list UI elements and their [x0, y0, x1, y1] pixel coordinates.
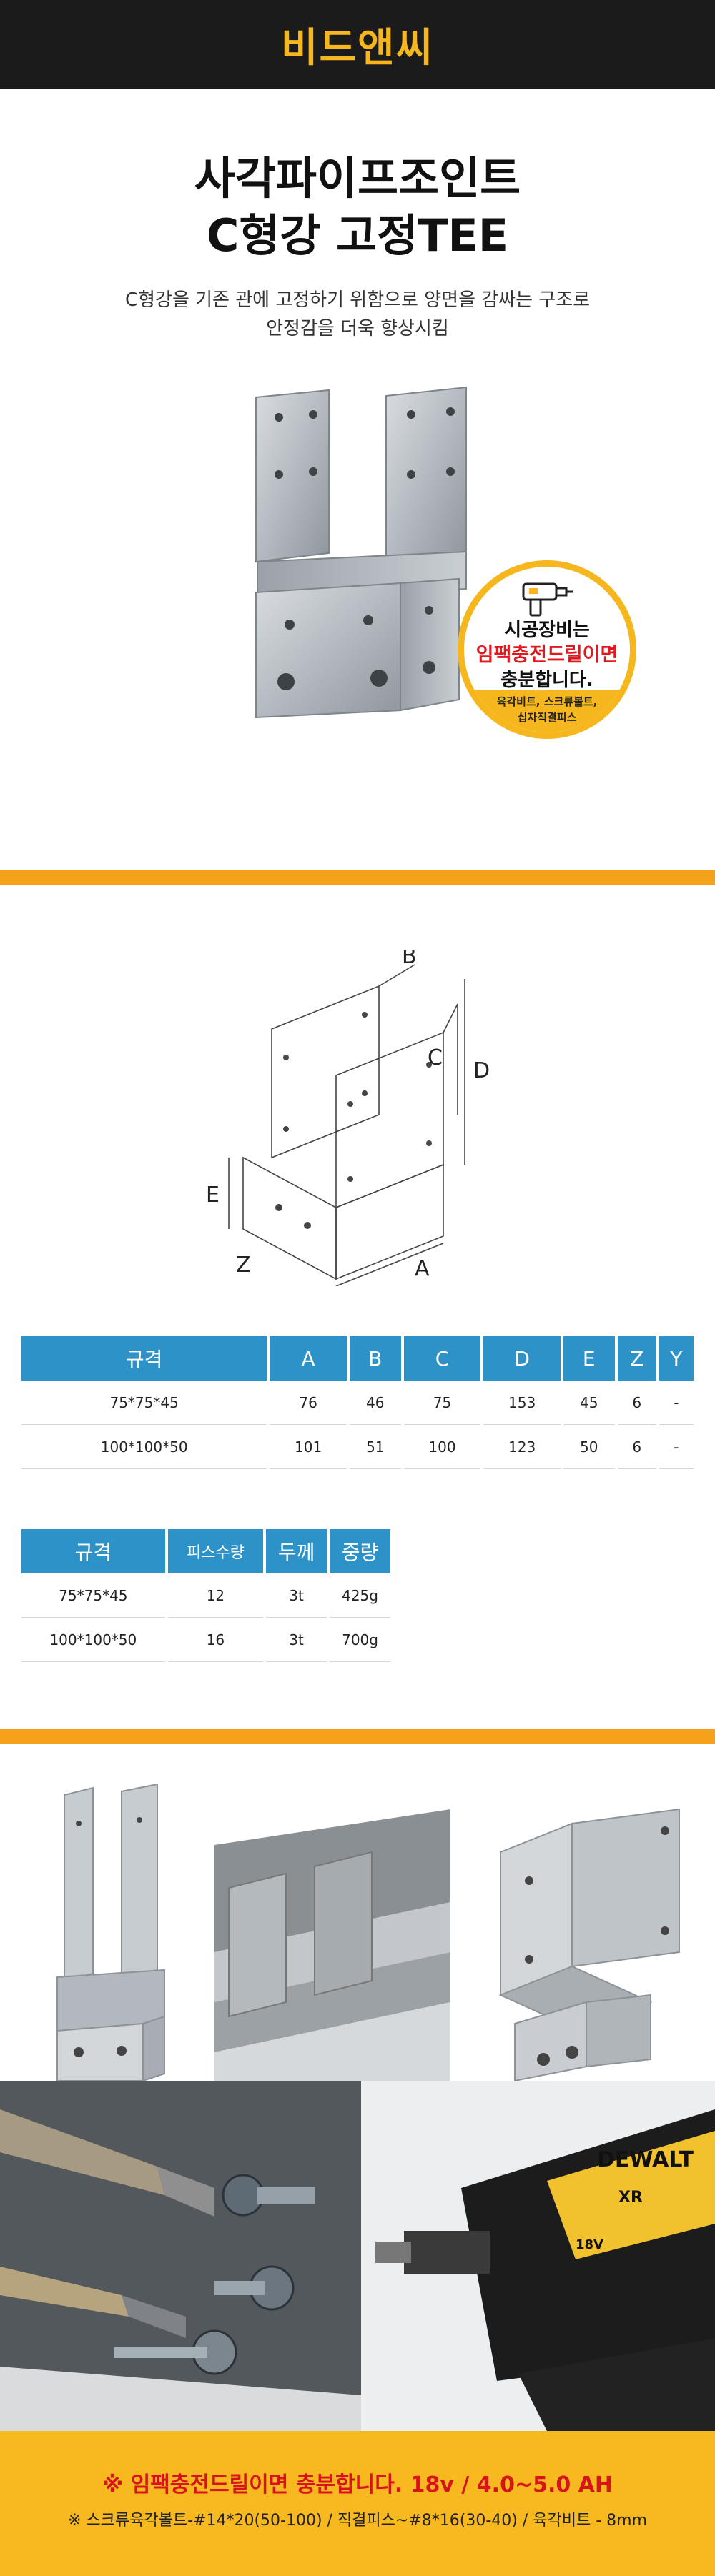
badge-foot-line-2: 십자직결피스	[517, 711, 577, 724]
photo-bits-and-screws	[0, 2081, 361, 2431]
label-a: A	[415, 1256, 430, 1281]
desc-line-1: C형강을 기존 관에 고정하기 위함으로 양면을 감싸는 구조로	[124, 289, 591, 311]
product-gallery	[0, 1766, 715, 2081]
table-cell: 76	[270, 1381, 347, 1425]
table-cell: 100*100*50	[21, 1425, 267, 1469]
tool-badge: 시공장비는 임팩충전드릴이면 충분합니다. 육각비트, 스크류볼트, 십자직결피…	[458, 560, 636, 739]
col-header: 규격	[21, 1336, 267, 1381]
badge-line-3: 충분합니다.	[500, 670, 593, 691]
gallery-image-installed	[214, 1809, 450, 2081]
drill-brand-label: DEWALT	[597, 2147, 694, 2172]
product-description: C형강을 기존 관에 고정하기 위함으로 양면을 감싸는 구조로 안정감을 더욱…	[0, 286, 715, 343]
table-cell: 45	[563, 1381, 615, 1425]
col-header: Y	[659, 1336, 694, 1381]
col-header: E	[563, 1336, 615, 1381]
footer-note-main: ※ 임팩충전드릴이면 충분합니다. 18v / 4.0~5.0 AH	[102, 2472, 613, 2497]
section-divider	[0, 1729, 715, 1744]
section-divider	[0, 870, 715, 885]
table-cell: 101	[270, 1425, 347, 1469]
col-header: C	[403, 1336, 481, 1381]
tool-note-footer: ※ 임팩충전드릴이면 충분합니다. 18v / 4.0~5.0 AH ※ 스크류…	[0, 2431, 715, 2576]
spec-table: 규격 피스수량 두께 중량 75*75*45 12 3t 425g 100*10…	[19, 1529, 393, 1662]
gallery-image-front	[56, 1783, 165, 2081]
title-line-2: C형강 고정TEE	[206, 209, 509, 262]
table-cell: 75	[403, 1381, 481, 1425]
badge-line-2: 임팩충전드릴이면	[475, 644, 618, 666]
table-row: 75*75*45 12 3t 425g	[21, 1573, 390, 1618]
table-cell: 700g	[330, 1618, 390, 1662]
table-cell: -	[659, 1425, 694, 1469]
photo-impact-drill: DEWALT XR 18V	[361, 2081, 715, 2431]
table-cell: 100*100*50	[21, 1618, 165, 1662]
title-line-1: 사각파이프조인트	[194, 152, 521, 204]
label-d: D	[473, 1058, 490, 1083]
table-header-row: 규격 A B C D E Z Y	[21, 1336, 694, 1381]
col-header: Z	[617, 1336, 656, 1381]
table-cell: 153	[483, 1381, 561, 1425]
brand-header: 비드앤씨	[0, 0, 715, 89]
table-cell: 6	[617, 1381, 656, 1425]
table-cell: 75*75*45	[21, 1573, 165, 1618]
table-cell: 3t	[266, 1573, 327, 1618]
col-header: 규격	[21, 1529, 165, 1573]
col-header: D	[483, 1336, 561, 1381]
desc-line-2: 안정감을 더욱 향상시킴	[266, 318, 449, 339]
table-cell: 425g	[330, 1573, 390, 1618]
gallery-image-angle	[498, 1808, 680, 2081]
dimension-table: 규격 A B C D E Z Y 75*75*45 76 46 75 153 4…	[19, 1336, 696, 1469]
table-row: 75*75*45 76 46 75 153 45 6 -	[21, 1381, 694, 1425]
table-cell: 46	[349, 1381, 401, 1425]
product-title: 사각파이프조인트 C형강 고정TEE	[0, 150, 715, 264]
product-image	[255, 386, 467, 719]
drill-volt-label: 18V	[576, 2237, 603, 2252]
table-cell: 123	[483, 1425, 561, 1469]
table-cell: 3t	[266, 1618, 327, 1662]
badge-footer: 육각비트, 스크류볼트, 십자직결피스	[464, 690, 630, 732]
table-cell: -	[659, 1381, 694, 1425]
impact-drill-illustration: DEWALT XR 18V	[361, 2081, 715, 2431]
drill-model-label: XR	[618, 2189, 643, 2207]
label-z: Z	[236, 1253, 251, 1278]
label-c: C	[428, 1045, 443, 1070]
col-header: 두께	[266, 1529, 327, 1573]
table-header-row: 규격 피스수량 두께 중량	[21, 1529, 390, 1573]
badge-line-1: 시공장비는	[504, 620, 590, 641]
label-b: B	[402, 950, 417, 969]
brand-logo: 비드앤씨	[280, 24, 435, 71]
table-row: 100*100*50 16 3t 700g	[21, 1618, 390, 1662]
table-row: 100*100*50 101 51 100 123 50 6 -	[21, 1425, 694, 1469]
table-cell: 100	[403, 1425, 481, 1469]
table-cell: 75*75*45	[21, 1381, 267, 1425]
label-e: E	[206, 1183, 220, 1208]
dimension-diagram: B C D E Z A	[206, 950, 490, 1286]
table-cell: 51	[349, 1425, 401, 1469]
col-header: 중량	[330, 1529, 390, 1573]
table-cell: 12	[167, 1573, 264, 1618]
impact-drill-icon	[522, 582, 573, 617]
footer-note-detail: ※ 스크류육각볼트-#14*20(50-100) / 직결피스~#8*16(30…	[67, 2512, 647, 2530]
table-cell: 16	[167, 1618, 264, 1662]
table-cell: 50	[563, 1425, 615, 1469]
badge-foot-line-1: 육각비트, 스크류볼트,	[496, 695, 598, 708]
hero-section: 사각파이프조인트 C형강 고정TEE C형강을 기존 관에 고정하기 위함으로 …	[0, 89, 715, 875]
bits-screws-illustration	[0, 2081, 361, 2431]
col-header: B	[349, 1336, 401, 1381]
col-header: A	[270, 1336, 347, 1381]
table-cell: 6	[617, 1425, 656, 1469]
col-header: 피스수량	[167, 1529, 264, 1573]
